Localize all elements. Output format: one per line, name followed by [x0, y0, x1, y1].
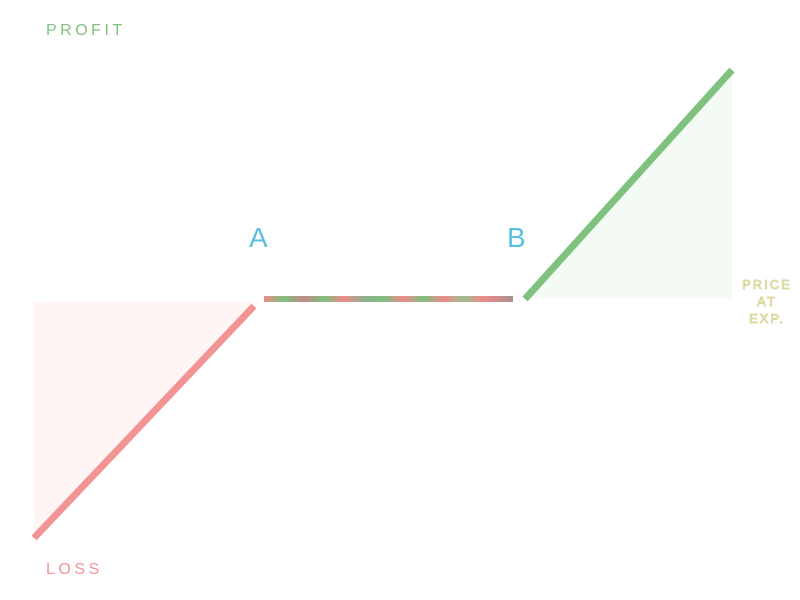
- profit-line: [522, 67, 735, 302]
- flat-segment: [264, 296, 513, 302]
- price-at-expiration-label: PRICE AT EXP.: [738, 276, 796, 327]
- profit-label: PROFIT: [46, 22, 126, 39]
- axis-label-line-3: EXP.: [749, 311, 785, 327]
- point-a-label: A: [249, 222, 268, 253]
- loss-label: LOSS: [46, 561, 103, 578]
- axis-label-line-1: PRICE: [742, 277, 792, 293]
- axis-label-line-2: AT: [757, 294, 777, 310]
- point-b-label: B: [507, 222, 526, 253]
- loss-line: [31, 303, 257, 541]
